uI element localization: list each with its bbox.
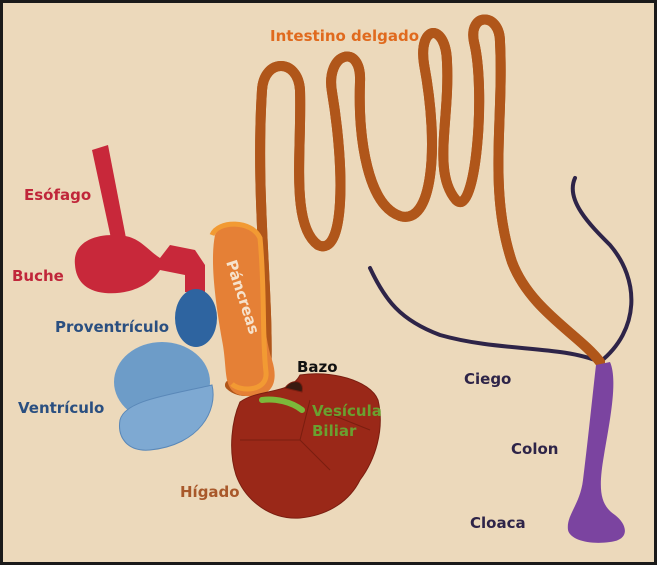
intestino-delgado-label: Intestino delgado [270,27,419,45]
vesicula-label-1: Vesícula [312,402,382,420]
cloaca-label: Cloaca [470,514,526,532]
esofago-buche-organ [74,145,205,294]
higado-organ [231,373,381,519]
higado-label: Hígado [180,483,240,501]
proventriculo-label: Proventrículo [55,318,169,336]
esofago-label: Esófago [24,186,91,204]
colon-cloaca-organ [567,362,625,543]
ciego-label: Ciego [464,370,511,388]
buche-label: Buche [12,267,64,285]
ciego-organ [368,176,634,364]
pancreas-organ: Páncreas [209,221,275,397]
digestive-system-diagram: Páncreas Intestino delgado Esófago Buche… [12,3,634,543]
vesicula-label-2: Biliar [312,422,357,440]
vesicula-biliar-organ [259,396,305,413]
ventriculo-label: Ventrículo [18,399,104,417]
diagram-frame: Páncreas Intestino delgado Esófago Buche… [3,3,654,562]
intestino-delgado-organ [225,20,605,392]
ventriculo-organ [114,342,214,451]
colon-label: Colon [511,440,558,458]
proventriculo-organ [175,289,217,347]
bazo-label: Bazo [297,358,338,376]
